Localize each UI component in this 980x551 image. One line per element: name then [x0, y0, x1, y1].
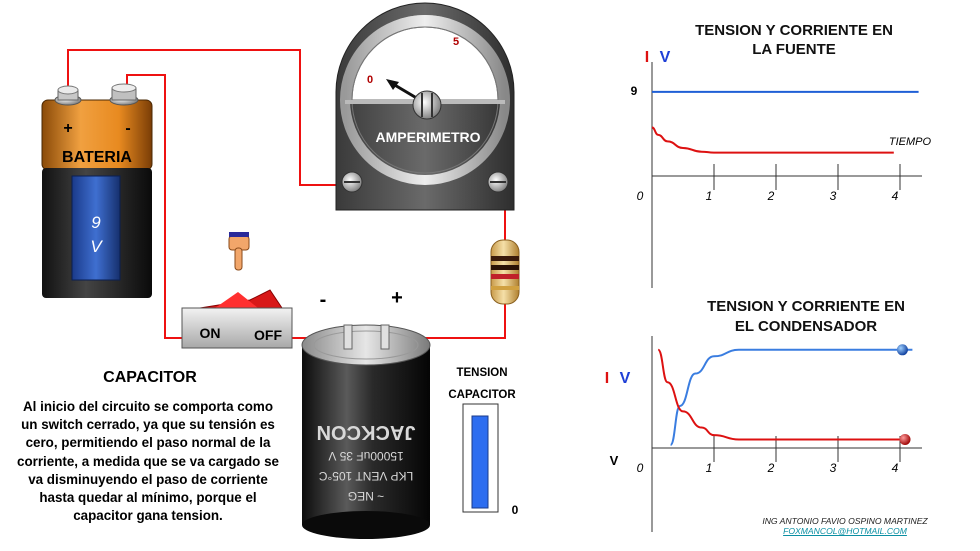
ammeter-scale-max: 5	[453, 36, 459, 48]
chart-capacitor-title-1: TENSION Y CORRIENTE EN	[707, 298, 905, 315]
battery-minus: -	[125, 120, 130, 137]
capacitor-print-1: ~ NEG	[348, 489, 384, 503]
c1-x-tick-label-3: 3	[830, 189, 837, 203]
c2-x-tick-label-4: 4	[892, 461, 899, 475]
battery-voltage-unit: V	[90, 237, 103, 256]
capacitor-print-2: LKP VENT 105°C	[318, 469, 413, 483]
chart-capacitor-legend-v: V	[620, 370, 631, 387]
switch-on-label: ON	[200, 325, 221, 341]
capacitor-print: ~ NEG LKP VENT 105°C 15000uF 35 V JACKCO…	[317, 421, 416, 503]
tension-meter-value: 0	[512, 503, 519, 517]
hand-pointer-icon	[228, 232, 250, 271]
chart-source-x-label: TIEMPO	[889, 136, 932, 148]
c2-x-tick-label-1: 1	[706, 461, 713, 475]
capacitor-print-3: 15000uF 35 V	[328, 449, 403, 463]
ammeter-scale-min: 0	[367, 74, 373, 86]
credit-email[interactable]: FOXMANCOL@HOTMAIL.COM	[783, 526, 907, 536]
chart-source: TENSION Y CORRIENTE EN LA FUENTE I V 9 T…	[631, 22, 932, 288]
c1-x-tick-label-2: 2	[767, 189, 775, 203]
chart-source-legend-v: V	[660, 49, 671, 66]
capacitor-print-4: JACKCON	[317, 421, 416, 443]
switch	[181, 289, 293, 349]
chart-capacitor-series-v	[669, 348, 913, 446]
battery-plus: +	[63, 120, 72, 137]
battery-label: BATERIA	[62, 149, 132, 166]
tension-meter-fill	[471, 415, 489, 509]
capacitor-title: CAPACITOR	[103, 369, 197, 386]
tension-meter-title-1: TENSION	[456, 367, 507, 379]
chart-capacitor-legend-i: I	[605, 370, 609, 387]
c1-x-tick-label-0: 0	[637, 189, 644, 203]
chart-source-title-2: LA FUENTE	[752, 41, 836, 58]
chart-capacitor-series-i	[657, 348, 900, 441]
chart-capacitor: TENSION Y CORRIENTE EN EL CONDENSADOR I …	[605, 298, 922, 532]
chart-source-y-tick: 9	[631, 84, 638, 98]
chart-capacitor-v-endpoint	[896, 344, 908, 356]
chart-source-title-1: TENSION Y CORRIENTE EN	[695, 22, 893, 39]
battery	[41, 83, 153, 298]
c2-x-tick-label-3: 3	[830, 461, 837, 475]
chart-source-legend-i: I	[645, 49, 649, 66]
credit-author: ING ANTONIO FAVIO OSPINO MARTINEZ	[762, 516, 928, 526]
c1-x-tick-label-4: 4	[892, 189, 899, 203]
capacitor	[301, 324, 431, 539]
chart-capacitor-y-label: V	[610, 453, 619, 468]
chart-source-series-i	[651, 126, 894, 154]
switch-off-label: OFF	[254, 327, 282, 343]
ammeter-label: AMPERIMETRO	[376, 129, 481, 145]
c2-x-tick-label-0: 0	[637, 461, 644, 475]
tension-meter-title-2: CAPACITOR	[448, 389, 516, 401]
credit: ING ANTONIO FAVIO OSPINO MARTINEZ FOXMAN…	[700, 516, 980, 536]
battery-voltage-number: 9	[91, 213, 101, 232]
capacitor-description: Al inicio del circuito se comporta como …	[17, 399, 279, 524]
c1-x-tick-label-1: 1	[706, 189, 713, 203]
ammeter-needle	[386, 79, 442, 120]
capacitor-plus: +	[391, 287, 403, 309]
c2-x-tick-label-2: 2	[767, 461, 775, 475]
resistor	[490, 239, 520, 305]
chart-capacitor-i-endpoint	[899, 433, 911, 445]
chart-capacitor-title-2: EL CONDENSADOR	[735, 318, 877, 335]
capacitor-minus: -	[320, 289, 327, 311]
